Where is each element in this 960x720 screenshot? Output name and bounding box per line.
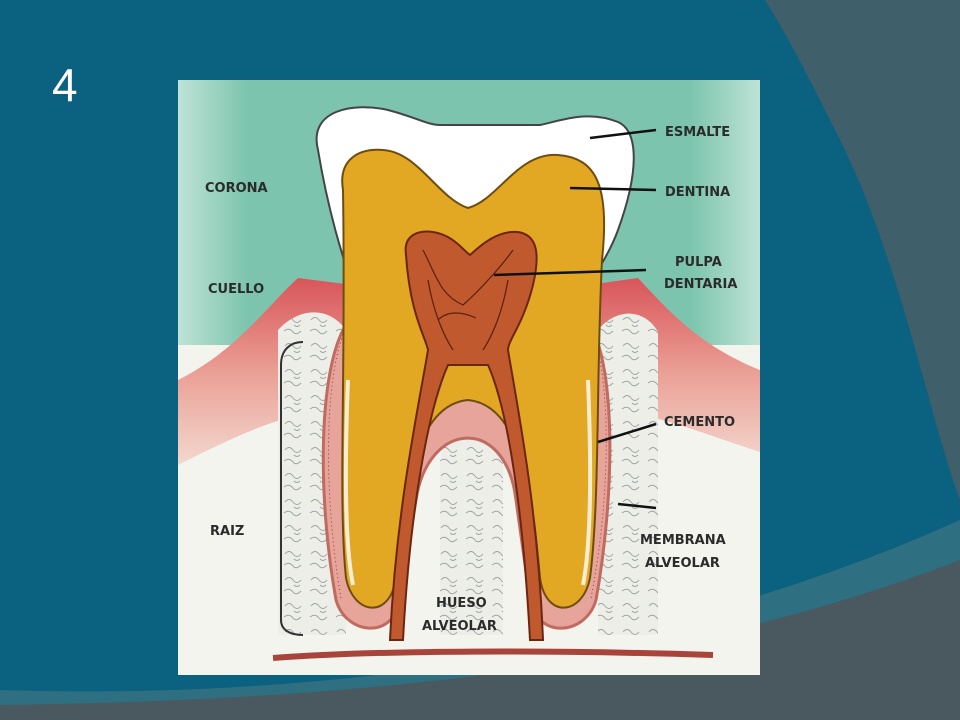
leader-cemento xyxy=(597,422,657,444)
alveolar-bone-center xyxy=(440,431,503,640)
label-cuello: CUELLO xyxy=(208,282,264,297)
label-corona: CORONA xyxy=(205,181,268,196)
leader-dentina xyxy=(569,186,657,192)
label-pulpa-line2: DENTARIA xyxy=(664,277,737,292)
label-cemento: CEMENTO xyxy=(664,415,735,430)
label-hueso-line1: HUESO xyxy=(436,596,487,611)
label-raiz: RAIZ xyxy=(210,524,244,539)
pulp xyxy=(388,230,545,641)
label-esmalte: ESMALTE xyxy=(665,125,730,140)
alveolar-bone-right xyxy=(598,313,658,640)
tooth-anatomy-diagram: CORONA CUELLO RAIZ ESMALTE DENTINA PULPA… xyxy=(178,80,760,675)
leader-membrana xyxy=(617,502,657,510)
decor-curve-top-right xyxy=(765,0,960,500)
label-membrana-line2: ALVEOLAR xyxy=(645,556,720,571)
root-bracket xyxy=(280,341,304,636)
label-dentina: DENTINA xyxy=(665,185,730,200)
base-blood-vessel xyxy=(272,648,714,661)
label-membrana-line1: MEMBRANA xyxy=(640,533,726,548)
leader-esmalte xyxy=(589,128,657,140)
label-pulpa-line1: PULPA xyxy=(675,255,722,270)
leader-pulpa xyxy=(493,268,647,277)
pulp-vessels xyxy=(422,249,514,351)
label-hueso-line2: ALVEOLAR xyxy=(422,619,497,634)
slide-number: 4 xyxy=(52,59,78,111)
